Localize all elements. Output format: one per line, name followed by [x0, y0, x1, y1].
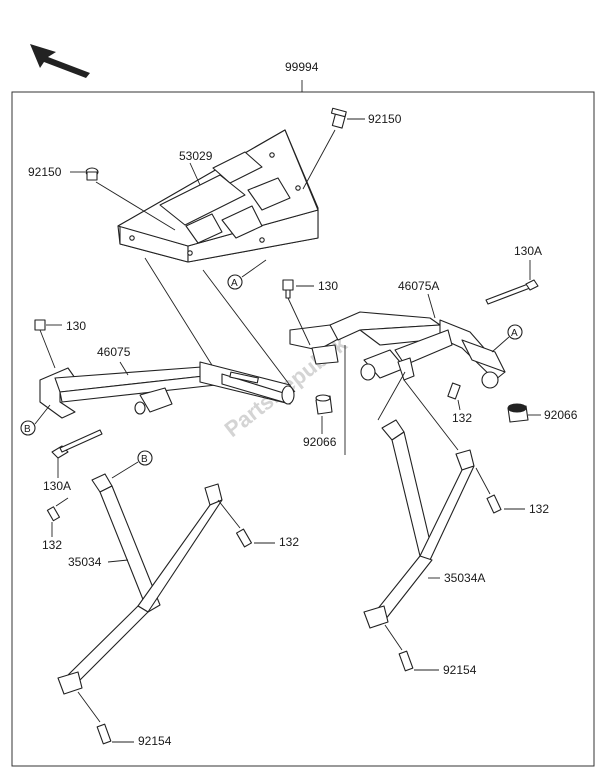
bolt-132-left-stay[interactable]	[217, 499, 253, 548]
svg-text:A: A	[231, 278, 238, 289]
bolt-92154-left[interactable]	[77, 691, 112, 745]
label-bolt-132-center: 132	[452, 411, 472, 425]
callout-b-left: B	[20, 404, 51, 436]
label-stay-left: 35034	[68, 555, 102, 569]
screw-130-left[interactable]	[34, 319, 56, 369]
label-bolt-92154-right: 92154	[443, 663, 477, 677]
label-grommet-92066-right: 92066	[544, 408, 578, 422]
label-bolt-132-right: 132	[529, 502, 549, 516]
bolt-130A-right[interactable]	[485, 279, 539, 305]
label-bolt-92150-left: 92150	[28, 165, 62, 179]
label-bracket-left: 46075	[97, 345, 131, 359]
bracket-right[interactable]	[289, 311, 506, 389]
bolt-132-center[interactable]	[447, 382, 461, 400]
grommet-92066-right[interactable]	[507, 403, 529, 423]
stay-left[interactable]	[57, 473, 223, 695]
bolt-132-left[interactable]	[46, 497, 69, 522]
label-bracket-right: 46075A	[398, 279, 439, 293]
bolt-130A-left[interactable]	[51, 429, 103, 459]
callout-a-top: A	[227, 259, 267, 290]
bolt-92150-left[interactable]	[85, 167, 99, 181]
bolt-92154-right[interactable]	[384, 624, 414, 672]
rack-plate[interactable]	[117, 129, 319, 263]
screw-130-right[interactable]	[282, 279, 311, 346]
label-rack-plate: 53029	[179, 149, 213, 163]
assembly-frame	[11, 91, 595, 767]
label-bolt-132-left-stay: 132	[279, 535, 299, 549]
label-bolt-92150-top: 92150	[368, 112, 402, 126]
label-bolt-92154-left: 92154	[138, 734, 172, 748]
grommet-92066-center[interactable]	[315, 394, 333, 415]
label-bolt-130A-right: 130A	[514, 244, 542, 258]
label-assembly: 99994	[285, 60, 319, 74]
bracket-left[interactable]	[39, 361, 295, 419]
label-screw-130-left: 130	[66, 319, 86, 333]
front-direction-arrow-icon	[30, 44, 90, 78]
bolt-132-right[interactable]	[475, 467, 502, 514]
label-screw-130-right: 130	[318, 279, 338, 293]
svg-text:B: B	[24, 424, 31, 435]
label-grommet-92066-center: 92066	[303, 435, 337, 449]
callout-a-right: A	[491, 324, 523, 353]
bolt-92150-top[interactable]	[330, 107, 347, 129]
label-bolt-130A-left: 130A	[43, 479, 71, 493]
callout-b-stay: B	[111, 450, 153, 479]
label-bolt-132-left: 132	[42, 538, 62, 552]
label-stay-right: 35034A	[444, 571, 485, 585]
stay-right[interactable]	[363, 419, 475, 629]
svg-text:B: B	[141, 454, 148, 465]
svg-text:A: A	[511, 328, 518, 339]
